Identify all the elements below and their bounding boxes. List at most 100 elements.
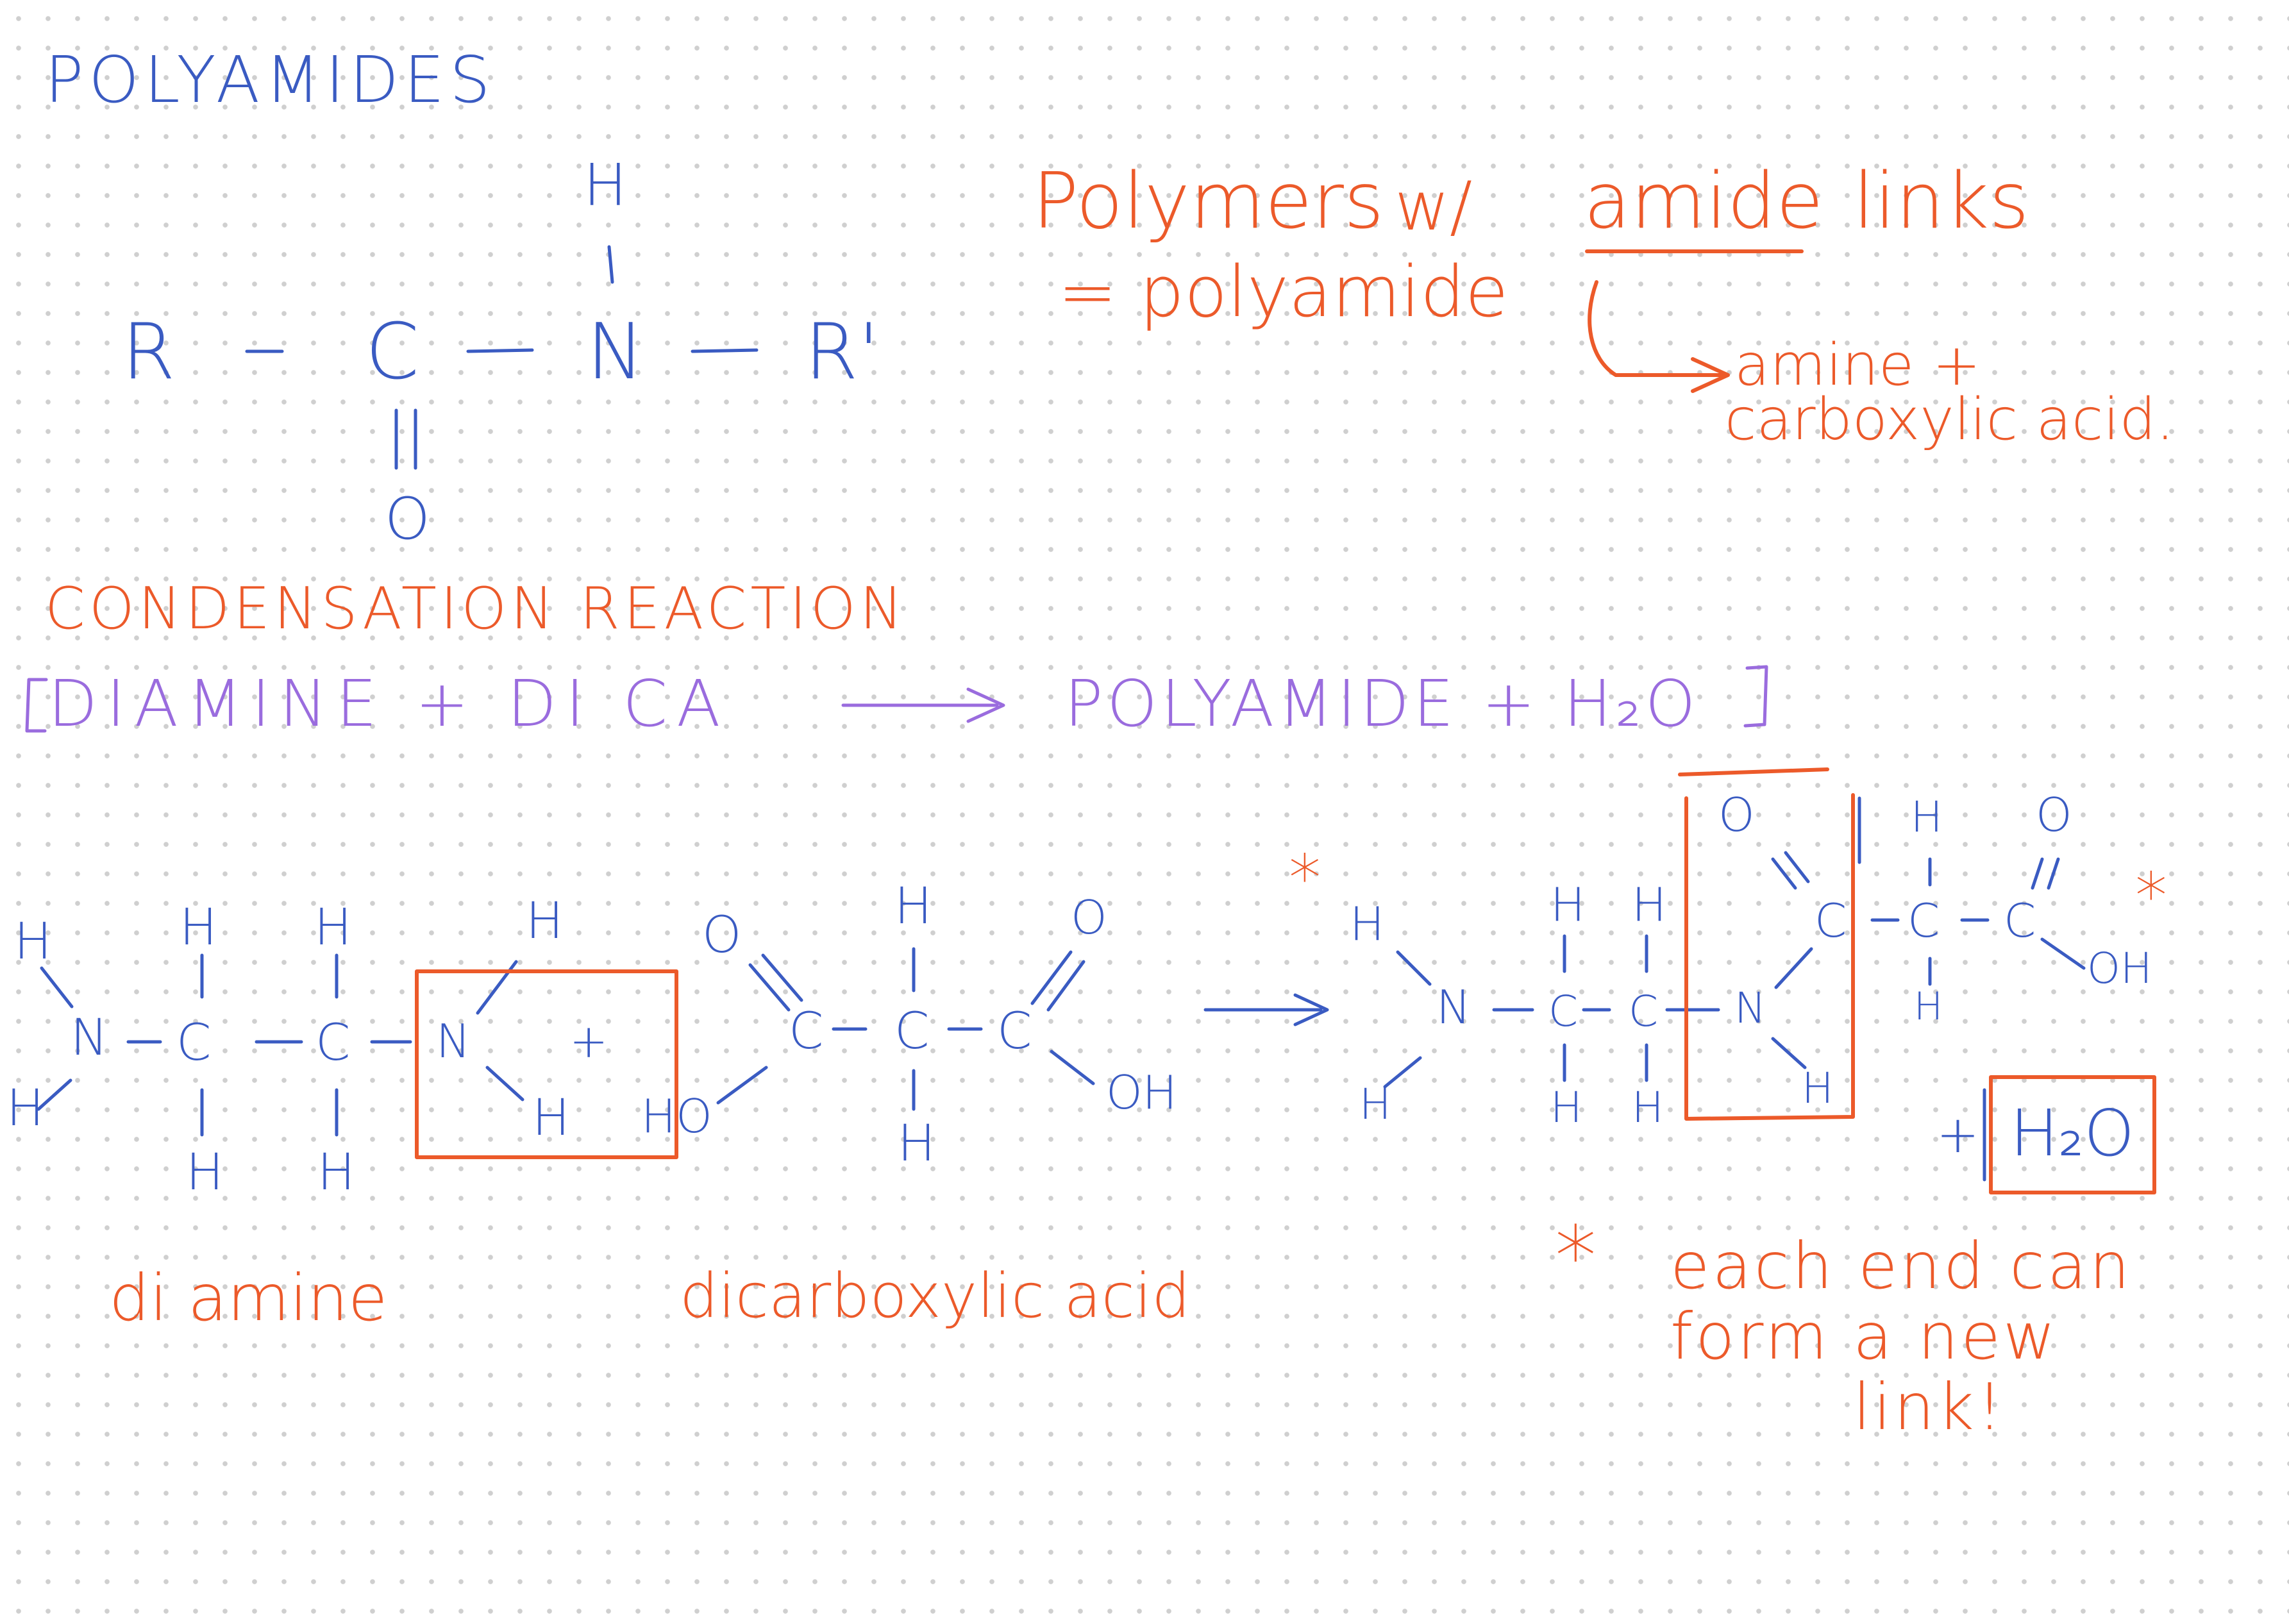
product-atom: C — [1815, 894, 1847, 948]
footnote-line2: form a new — [1670, 1299, 2058, 1374]
product-atom: H — [1350, 897, 1385, 951]
acid-atom: C — [997, 1003, 1032, 1060]
amide-atom-h: H — [583, 152, 627, 219]
acid-atom: O — [1071, 891, 1107, 944]
footnote-line1: each end can — [1670, 1228, 2133, 1303]
acid-bond — [761, 953, 803, 1002]
product-atom: H — [1911, 792, 1943, 842]
acid-bond — [1030, 950, 1073, 1005]
acid-bond — [1046, 960, 1086, 1012]
reaction-summary-left: DIAMINE + DI CA — [48, 666, 730, 741]
product-atom: H — [1359, 1080, 1391, 1129]
diamine-atom: H — [314, 899, 352, 957]
acid-atom: H — [898, 1115, 935, 1173]
diamine-bond — [40, 966, 74, 1009]
product-bond — [1774, 947, 1813, 989]
product-atom: N — [1436, 980, 1471, 1034]
product-end-star: * — [1289, 841, 1321, 916]
summary-bracket-right — [1743, 665, 1768, 728]
page-title: POLYAMIDES — [45, 42, 496, 117]
summary-arrow-head — [966, 687, 1005, 723]
definition-word-polymers: Polymers — [1032, 157, 1384, 246]
diamine-atom: H — [526, 892, 564, 950]
acid-atom: O — [702, 907, 742, 964]
footnote-line3: link! — [1853, 1369, 2005, 1444]
product-atom: C — [1629, 987, 1659, 1036]
product-atom: C — [2004, 894, 2036, 948]
definition-word-links: links — [1853, 157, 2029, 246]
product-bond — [1396, 950, 1432, 986]
reaction-summary-right: POLYAMIDE + H₂O — [1064, 666, 1700, 741]
diamine-atom: H — [180, 899, 217, 957]
product-bond — [2040, 937, 2086, 970]
amide-atom-n: N — [587, 308, 644, 397]
product-bond — [1771, 1037, 1807, 1069]
bond-n-r2 — [691, 348, 759, 353]
amide-atom-c: C — [365, 308, 419, 397]
definition-equals-polyamide: = polyamide — [1058, 251, 1509, 333]
water-plus: + — [1936, 1105, 1980, 1164]
diamine-bond — [485, 1066, 524, 1101]
product-bond — [2031, 857, 2044, 890]
product-atom: N — [1734, 984, 1766, 1033]
product-atom: H — [1550, 1083, 1582, 1132]
product-atom: OH — [2087, 944, 2152, 993]
product-atom: C — [1548, 987, 1579, 1036]
definition-word-with: w/ — [1395, 167, 1473, 246]
reaction-heading: CONDENSATION REACTION — [45, 575, 907, 642]
diamine-atom: + — [569, 1014, 608, 1068]
bond-n-h — [607, 245, 614, 284]
amide-atom-o: O — [385, 485, 430, 553]
water-molecule: H₂O — [2010, 1096, 2134, 1171]
definition-note-line2: carboxylic acid. — [1725, 386, 2175, 453]
acid-label: dicarboxylic acid — [680, 1261, 1191, 1332]
product-bond — [1383, 1056, 1422, 1089]
water-box — [1989, 1075, 2156, 1194]
bond-c-n — [466, 348, 534, 353]
acid-bond — [1050, 1050, 1095, 1085]
acid-bond — [748, 963, 791, 1012]
amide-atom-r2: R' — [805, 308, 880, 397]
product-atom: C — [1908, 894, 1940, 948]
acid-atom: C — [894, 1003, 930, 1060]
product-atom: H — [1632, 1083, 1664, 1132]
note-arrow-head — [1691, 357, 1730, 393]
footnote-star: * — [1555, 1208, 1597, 1305]
diamine-label: di amine — [109, 1260, 388, 1335]
diamine-atom: H — [14, 913, 52, 971]
diamine-atom: N — [436, 1014, 471, 1068]
diamine-bond — [37, 1078, 72, 1111]
acid-atom: OH — [1106, 1066, 1177, 1119]
amide-link-box — [1684, 793, 1855, 1121]
definition-note-line1: amine + — [1734, 331, 1981, 399]
note-arrow — [1588, 280, 1727, 377]
product-bond — [1784, 851, 1810, 883]
diamine-removed-box — [415, 969, 678, 1159]
definition-word-amide: amide — [1584, 157, 1824, 246]
diamine-atom: H — [6, 1080, 44, 1137]
diamine-atom: C — [176, 1014, 212, 1072]
reaction-arrow-head — [1293, 993, 1329, 1026]
acid-atom: H — [894, 878, 932, 935]
diamine-atom: N — [71, 1009, 108, 1067]
diamine-atom: H — [532, 1089, 570, 1147]
amide-atom-r: R — [122, 308, 176, 397]
acid-atom: C — [789, 1003, 824, 1060]
product-atom: H — [1802, 1064, 1834, 1113]
product-atom: H — [1914, 984, 1943, 1029]
product-bond — [1771, 857, 1797, 890]
product-atom: O — [2036, 788, 2072, 842]
product-bond — [2047, 857, 2060, 890]
product-atom: H — [1632, 878, 1667, 932]
product-atom: H — [1550, 878, 1586, 932]
amide-link-box-top — [1678, 767, 1829, 776]
product-end-star: * — [2135, 858, 2167, 933]
acid-atom: HO — [641, 1089, 712, 1143]
diamine-atom: H — [317, 1144, 355, 1201]
summary-bracket-left — [25, 678, 48, 733]
product-atom: O — [1718, 788, 1755, 842]
diamine-atom: H — [186, 1144, 224, 1201]
diamine-atom: C — [315, 1014, 351, 1072]
acid-bond — [716, 1066, 768, 1105]
